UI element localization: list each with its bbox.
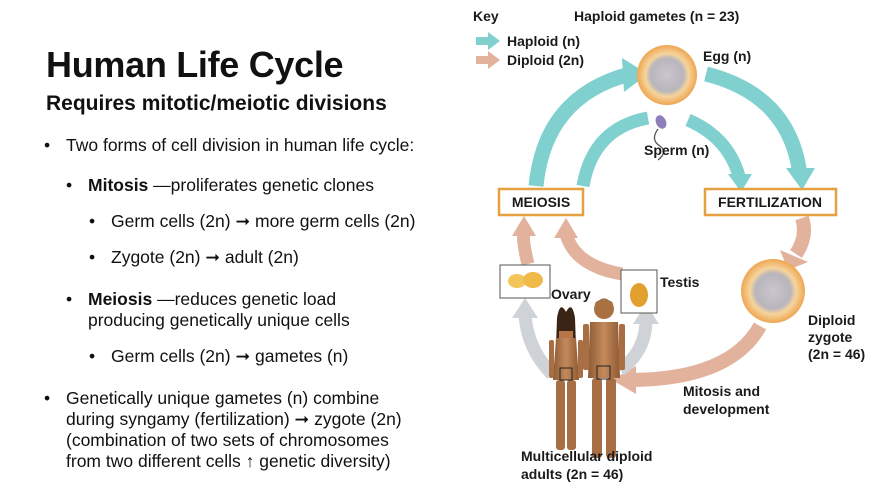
bullet-list: • Two forms of cell division in human li… (44, 135, 484, 472)
zygote-label-3: (2n = 46) (808, 346, 865, 362)
bullet-dot: • (44, 135, 51, 155)
ovary-label: Ovary (551, 286, 591, 302)
mitosis-desc: —proliferates genetic clones (148, 175, 374, 195)
mitosis-term: Mitosis (88, 175, 149, 195)
grey-arrow-ovary (518, 315, 557, 379)
egg-label: Egg (n) (703, 48, 751, 64)
diploid-arrow-to-zygote (790, 215, 811, 258)
meiosis-desc: —reduces genetic load (152, 289, 337, 309)
meiosis-desc-cont: producing genetically unique cells (88, 310, 350, 330)
meiosis-box (497, 187, 585, 217)
haploid-gametes-label: Haploid gametes (n = 23) (574, 8, 739, 24)
zygote-label-2: zygote (808, 329, 853, 345)
sperm-label: Sperm (n) (644, 142, 709, 158)
zygote-label-1: Diploid (808, 312, 855, 328)
bullet-mitosis-germ: • Germ cells (2n) ➞ more germ cells (2n) (89, 211, 484, 232)
bullet-text: Zygote (2n) ➞ adult (2n) (111, 247, 299, 267)
diploid-arrow-testis-meiosis (559, 231, 624, 281)
haploid-arc-inner-left (576, 111, 650, 188)
diploid-arrowhead-icon (612, 366, 636, 394)
bullet-mitosis: • Mitosis —proliferates genetic clones (66, 175, 484, 196)
slide-subtitle: Requires mitotic/meiotic divisions (46, 92, 387, 115)
bullet-dot: • (66, 289, 73, 309)
diploid-arrow-development (627, 322, 767, 387)
testis-label: Testis (660, 274, 700, 290)
development-label-2: development (683, 401, 770, 417)
development-label-1: Mitosis and (683, 383, 760, 399)
bullet-dot: • (89, 247, 96, 267)
adults-label-2: adults (2n = 46) (521, 466, 623, 482)
fertilization-box (703, 187, 838, 217)
female-adult-figure (549, 307, 583, 450)
egg-cell (637, 45, 697, 105)
haploid-arc-outer-left (528, 66, 632, 187)
bullet-dot: • (66, 175, 73, 195)
bullet-text: from two different cells ↑ genetic diver… (66, 451, 391, 471)
bullet-text: during syngamy (fertilization) ➞ zygote … (66, 409, 402, 429)
bullet-syngamy: • Genetically unique gametes (n) combine… (44, 388, 484, 472)
fertilization-box-label: FERTILIZATION (718, 194, 822, 210)
bullet-meiosis-germ: • Germ cells (2n) ➞ gametes (n) (89, 346, 484, 367)
ovary-lobe-icon (523, 272, 543, 288)
adults-label-1: Multicellular diploid (521, 448, 652, 464)
haploid-arc-outer-right (704, 66, 808, 177)
sperm-tail (653, 128, 665, 161)
haploid-arrowhead-icon (622, 58, 648, 92)
key-haploid-label: Haploid (n) (507, 33, 580, 49)
haploid-arrowhead-icon (728, 174, 752, 192)
bullet-text: Germ cells (2n) ➞ gametes (n) (111, 346, 349, 366)
meiosis-box-label: MEIOSIS (512, 194, 570, 210)
male-adult-figure (583, 298, 625, 458)
diploid-arrowhead-icon (512, 216, 536, 236)
bullet-dot: • (44, 388, 51, 408)
bullet-cell-division: • Two forms of cell division in human li… (44, 135, 484, 156)
haploid-key-arrow-icon (476, 32, 500, 50)
bullet-text: Germ cells (2n) ➞ more germ cells (2n) (111, 211, 416, 231)
bullet-text: (combination of two sets of chromosomes (66, 430, 389, 450)
bullet-dot: • (89, 211, 96, 231)
bullet-text: Two forms of cell division in human life… (66, 135, 415, 155)
sperm-cell (655, 115, 667, 129)
haploid-arrowhead-icon (786, 168, 815, 190)
zygote-cell (741, 259, 805, 323)
bullet-text: Genetically unique gametes (n) combine (66, 388, 380, 408)
diploid-arrow-ovary-meiosis (517, 230, 535, 266)
slide-title: Human Life Cycle (46, 44, 344, 85)
grey-arrowhead-icon (633, 304, 659, 324)
key-diploid-label: Diploid (2n) (507, 52, 584, 68)
bullet-mitosis-zygote: • Zygote (2n) ➞ adult (2n) (89, 247, 484, 268)
ovary-lobe-icon (508, 274, 526, 288)
haploid-arc-inner-right (685, 114, 747, 182)
diploid-key-arrow-icon (476, 51, 500, 69)
grey-arrowhead-icon (512, 298, 538, 318)
key-title: Key (473, 8, 499, 24)
bullet-dot: • (89, 346, 96, 366)
diploid-arrowhead-icon (554, 218, 578, 238)
bullet-meiosis: • Meiosis —reduces genetic load producin… (66, 289, 484, 331)
testis-icon (630, 283, 648, 307)
meiosis-term: Meiosis (88, 289, 153, 309)
